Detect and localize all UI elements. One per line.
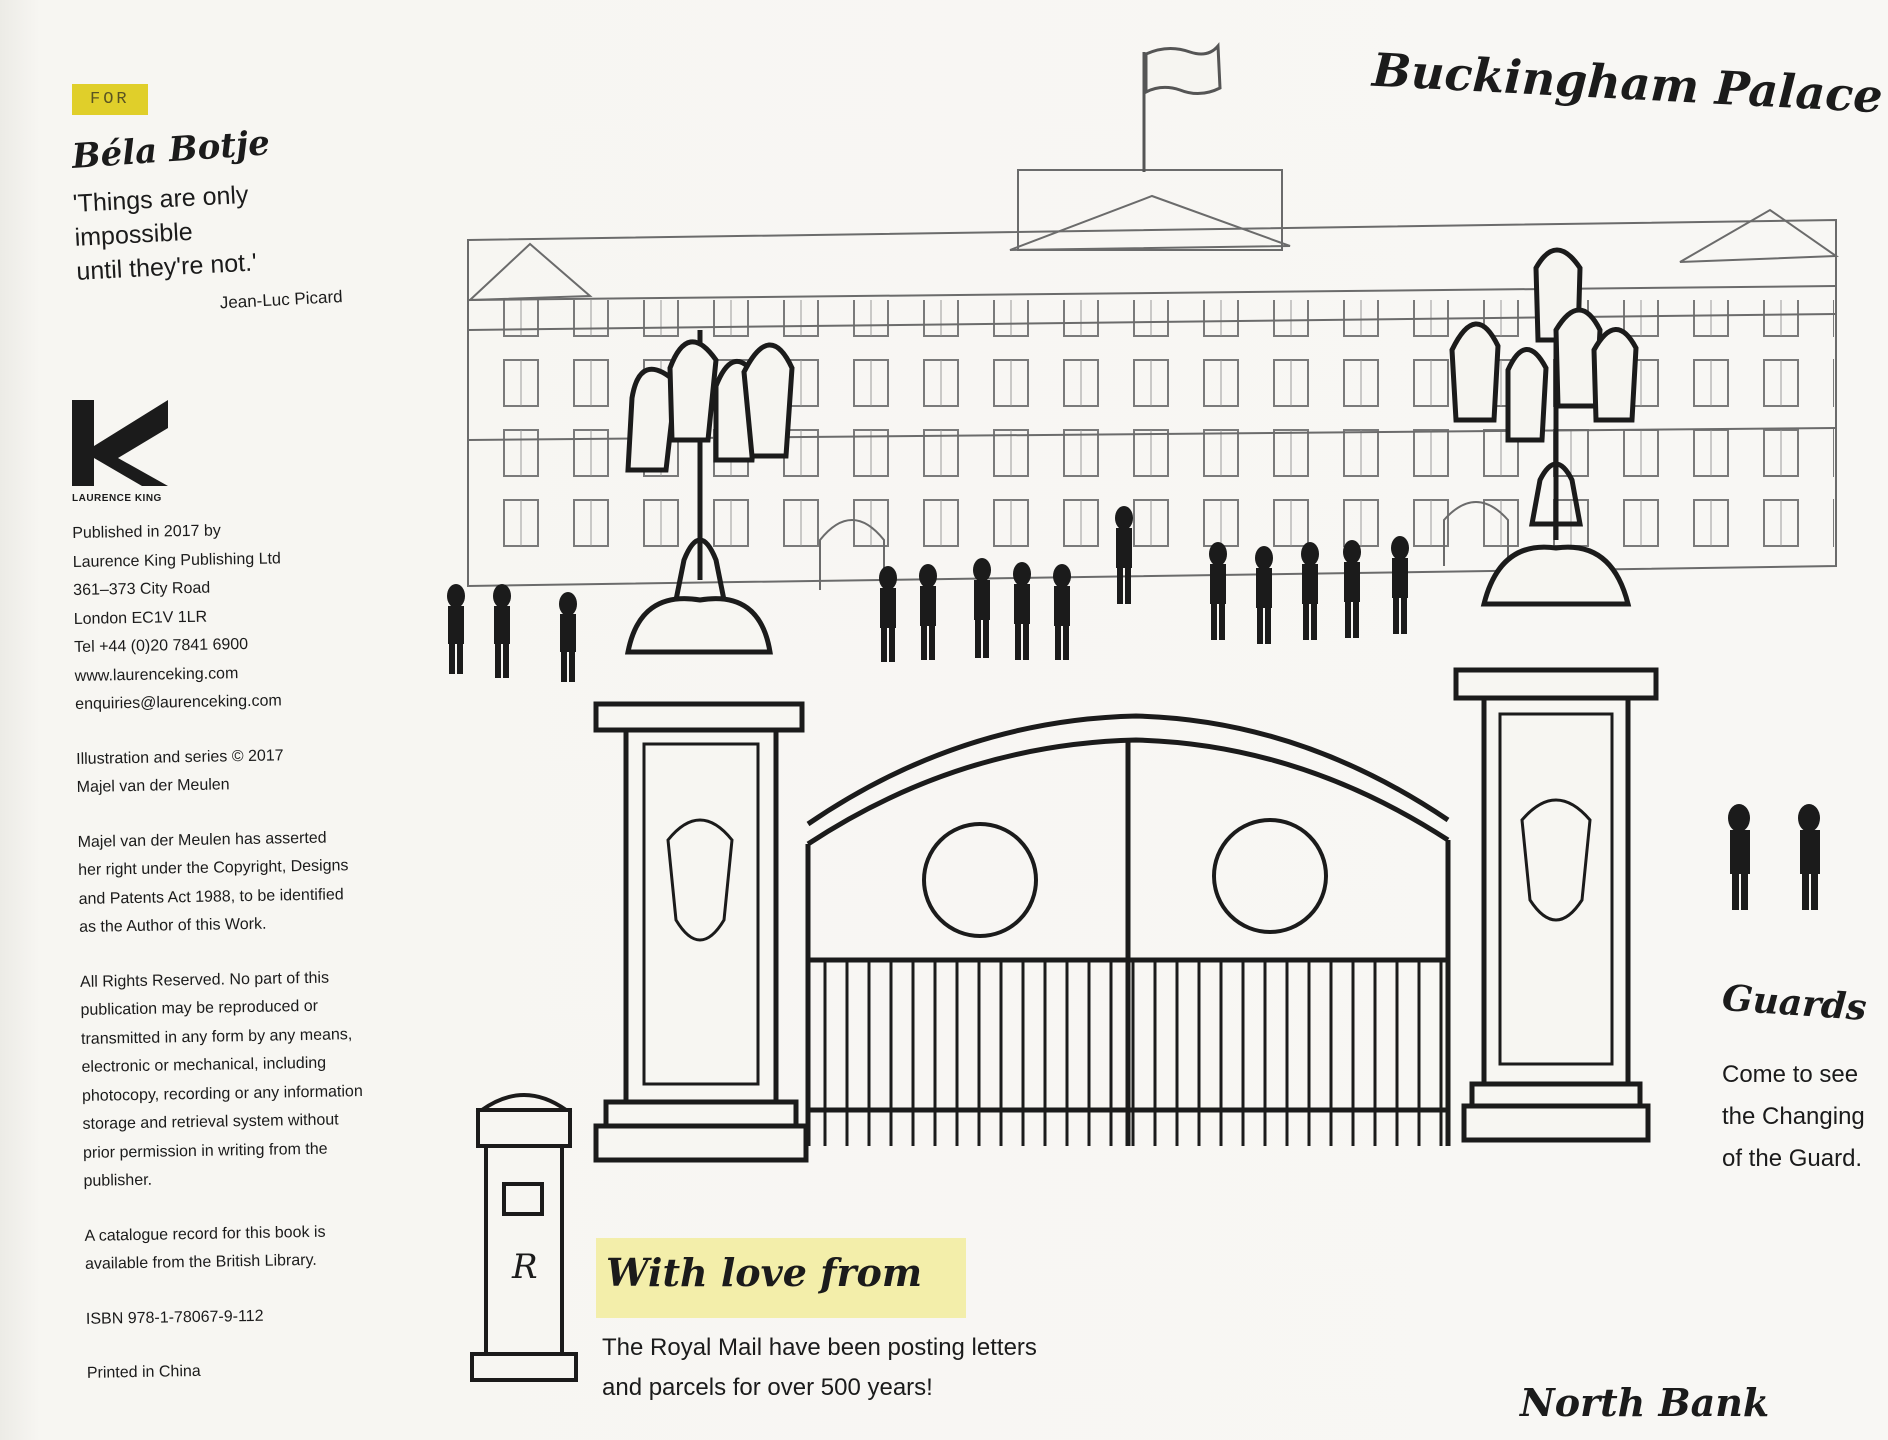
publisher-logo: LAURENCE KING (72, 400, 172, 504)
signature-highlight (596, 1238, 966, 1318)
laurence-king-logo-icon (72, 400, 168, 486)
lamp-post-left (625, 330, 795, 603)
gate-pillar-right (1453, 544, 1659, 1143)
gate-pillar-left (593, 596, 809, 1163)
north-bank-label: North Bank (1520, 1380, 1770, 1425)
logo-caption: LAURENCE KING (72, 493, 162, 504)
post-box (470, 1093, 578, 1382)
flag (1142, 42, 1222, 172)
guards-group (447, 506, 1820, 910)
caption-line: the Changing (1722, 1103, 1865, 1130)
caption-line: The Royal Mail have been posting letters (602, 1334, 1037, 1361)
dedication-block: FOR Béla Botje 'Things are only impossib… (71, 84, 372, 312)
royal-mail-caption: The Royal Mail have been posting letters… (602, 1328, 1062, 1408)
main-gate (805, 713, 1451, 1146)
lamp-post-right (1449, 247, 1639, 540)
caption-line: Come to see (1722, 1061, 1859, 1088)
caption-line: of the Guard. (1722, 1145, 1863, 1172)
caption-line: and parcels for over 500 years! (602, 1374, 933, 1401)
with-love-from-title: With love from (606, 1250, 923, 1295)
post-box-cipher: R (511, 1247, 538, 1287)
for-label: FOR (72, 84, 148, 115)
guards-caption: Come to see the Changing of the Guard. (1722, 1054, 1872, 1180)
